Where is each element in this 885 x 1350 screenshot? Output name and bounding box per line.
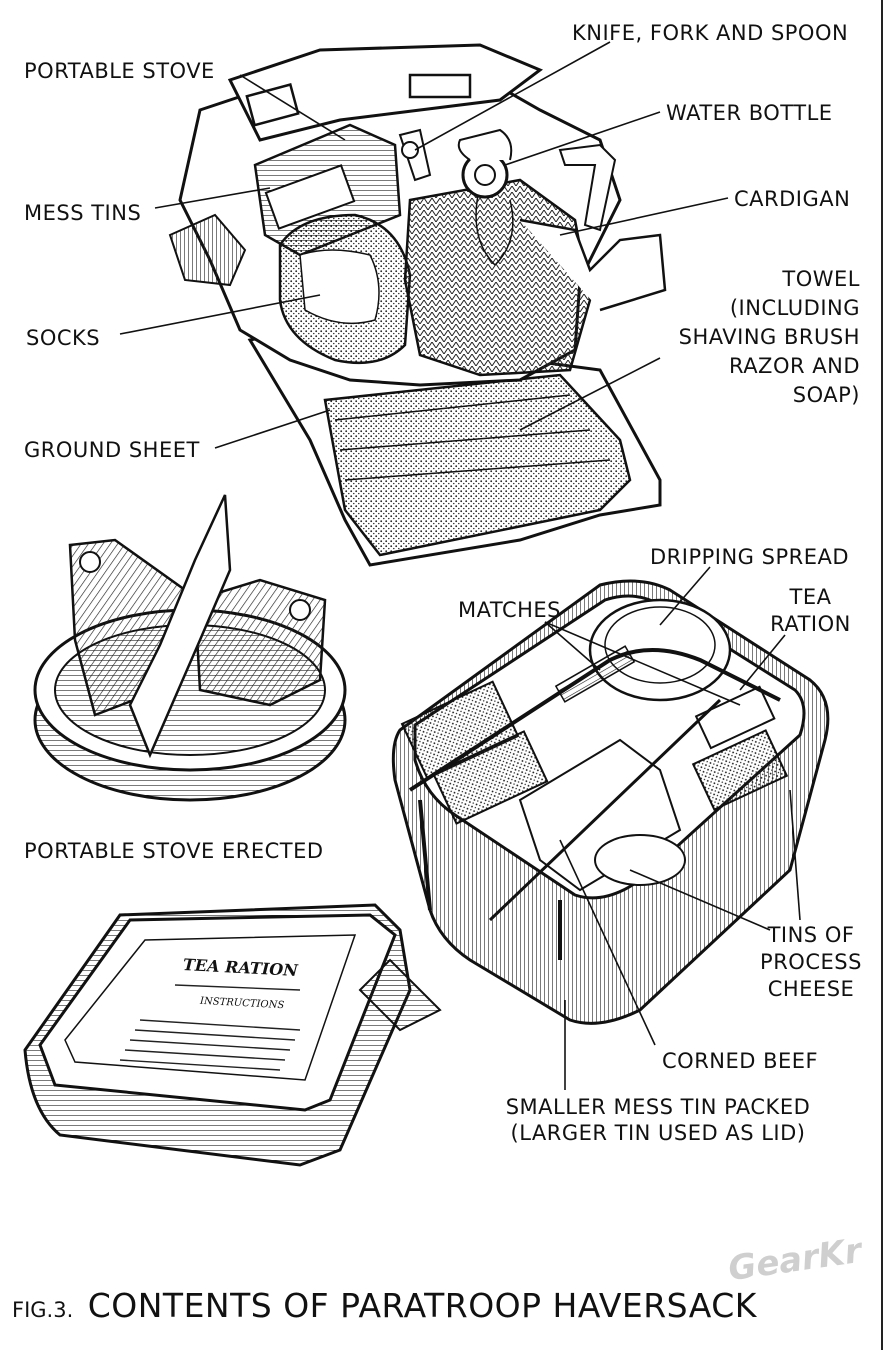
page-edge-line xyxy=(881,0,883,1350)
label-towel-line-4: RAZOR AND xyxy=(728,354,860,378)
label-corned-beef: CORNED BEEF xyxy=(662,1049,819,1073)
label-tea-ration: TEA RATION xyxy=(758,584,863,638)
label-water-bottle: WATER BOTTLE xyxy=(666,101,833,125)
label-cardigan: CARDIGAN xyxy=(734,187,851,211)
mess-tin-drawing xyxy=(391,579,830,1025)
label-portable-stove: PORTABLE STOVE xyxy=(24,59,215,83)
haversack-drawing xyxy=(168,43,667,567)
figure-title: CONTENTS OF PARATROOP HAVERSACK xyxy=(87,1286,757,1325)
figure-number: FIG.3. xyxy=(12,1298,74,1322)
label-smaller-mess-tin-line-2: (LARGER TIN USED AS LID) xyxy=(510,1121,806,1145)
figure-caption: FIG.3. CONTENTS OF PARATROOP HAVERSACK xyxy=(12,1286,757,1325)
label-mess-tins: MESS TINS xyxy=(24,201,142,225)
label-dripping-spread: DRIPPING SPREAD xyxy=(650,545,850,569)
label-towel-line-2: (INCLUDING xyxy=(729,296,860,320)
label-towel-line-3: SHAVING BRUSH xyxy=(678,325,860,349)
label-tins-of-process-cheese: TINS OF PROCESS CHEESE xyxy=(752,922,870,1003)
label-towel-line-5: SOAP) xyxy=(792,383,860,407)
label-towel-line-1: TOWEL xyxy=(782,267,860,291)
label-knife-fork-spoon: KNIFE, FORK AND SPOON xyxy=(572,21,849,45)
label-ground-sheet: GROUND SHEET xyxy=(24,438,200,462)
label-towel: TOWEL (INCLUDING SHAVING BRUSH RAZOR AND… xyxy=(640,265,860,410)
label-tea-ration-line-1: TEA xyxy=(789,585,832,609)
label-socks: SOCKS xyxy=(26,326,101,350)
label-matches: MATCHES xyxy=(458,598,562,622)
label-tea-ration-line-2: RATION xyxy=(770,612,851,636)
label-cheese-line-3: CHEESE xyxy=(767,977,855,1001)
label-smaller-mess-tin-line-1: SMALLER MESS TIN PACKED xyxy=(505,1095,811,1119)
portable-stove-drawing xyxy=(33,494,347,802)
tea-ration-tin-drawing xyxy=(23,903,442,1167)
tea-ration-instruction-lines xyxy=(119,984,301,1071)
label-cheese-line-2: PROCESS xyxy=(760,950,862,974)
leader-lines xyxy=(119,41,801,1090)
label-portable-stove-erected: PORTABLE STOVE ERECTED xyxy=(24,839,324,863)
label-cheese-line-1: TINS OF xyxy=(767,923,855,947)
label-smaller-mess-tin: SMALLER MESS TIN PACKED (LARGER TIN USED… xyxy=(478,1094,838,1146)
